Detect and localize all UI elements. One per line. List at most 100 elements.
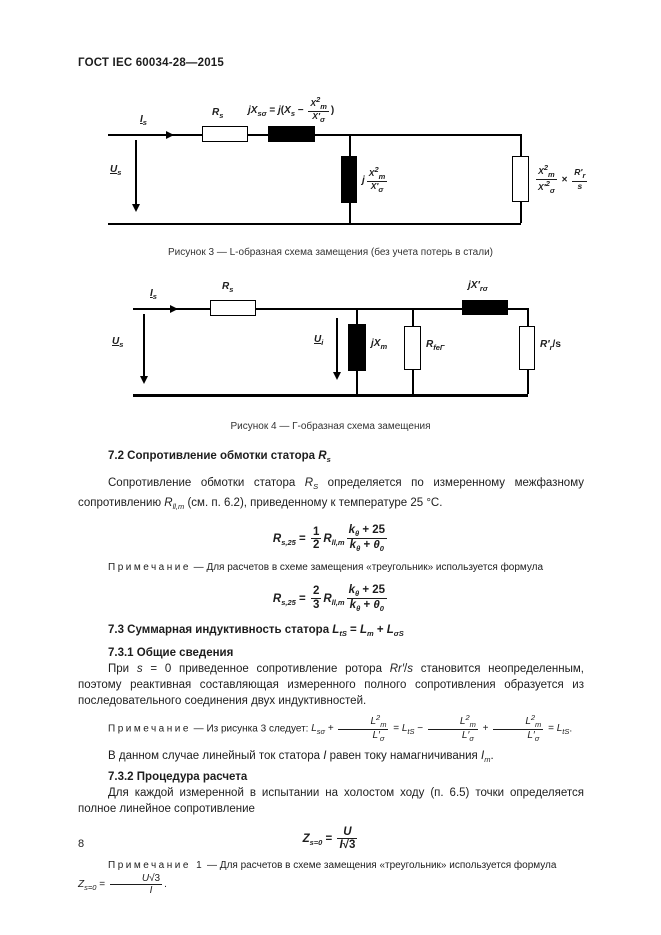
formula-token: R [272, 532, 282, 545]
fig4-rotor-leakage-reactance-label: jX′rσ [468, 280, 488, 293]
formula-token: Z [302, 832, 310, 845]
formula-token: R [426, 339, 434, 350]
formula-token: = 0 [142, 663, 172, 675]
text-run: Сопротивление обмотки статора [108, 477, 305, 489]
fig4-current-label: Is [150, 288, 157, 301]
formula-token: ll,m [331, 597, 345, 607]
note-1-text: — Для расчетов в схеме замещения «треуго… [191, 562, 543, 573]
inline-formula: RS [304, 477, 319, 491]
formula-token: R [164, 497, 173, 509]
formula-token: /s [552, 339, 561, 350]
formula-token: r [549, 343, 553, 352]
inline-formula: I [323, 750, 326, 762]
formula-token: r [582, 171, 586, 181]
formula-token: = [295, 532, 309, 545]
formula-token: tS [339, 629, 347, 638]
fig4-voltage-arrow-icon [140, 376, 148, 384]
note-1-label: Примечание [108, 561, 191, 573]
formula-token: s,25 [281, 537, 296, 547]
formula-token: tS [562, 727, 570, 737]
fig3-bottom-wire [108, 223, 521, 225]
fig4-voltage-label: Us [112, 336, 123, 349]
formula-token: 3 [311, 599, 321, 612]
formula-token: L′ [461, 730, 470, 742]
formula-token: 2 [465, 713, 470, 722]
note-3-text: — Для расчетов в схеме замещения «треуго… [78, 859, 557, 896]
formula-token: U [112, 336, 120, 347]
formula-token: √3 [342, 839, 356, 852]
formula-token: σ [320, 115, 325, 125]
formula-token: + [373, 624, 387, 636]
note-2-label: Примечание [108, 723, 191, 735]
formula-token: jX [248, 104, 258, 116]
formula-token: × [558, 174, 571, 186]
formula-token: I [110, 885, 162, 896]
formula-token: s [142, 118, 147, 127]
text-run: приведенное сопротивление ротора [171, 663, 390, 675]
text-run: — Для расчетов в схеме замещения «треуго… [204, 859, 557, 871]
fig3-stator-resistance-label: Rs [212, 107, 223, 120]
formula-token: m [320, 102, 327, 111]
text-column: 7.2 Сопротивление обмотки статора Rs Соп… [78, 448, 584, 896]
formula-token: U [141, 872, 150, 884]
formula-token: L2m [338, 713, 389, 731]
formula-token: sσ [257, 108, 267, 118]
formula-token: L [370, 716, 377, 727]
formula-token: I [323, 749, 327, 762]
formula-token: U [110, 164, 118, 175]
formula-token: 2 [374, 165, 379, 174]
text-run: 7.3 Суммарная индуктивность статора [108, 624, 333, 636]
formula-token: m [366, 629, 374, 638]
formula-token: S [313, 482, 319, 491]
formula-token: X′ [370, 181, 379, 192]
formula-token: U [314, 334, 322, 345]
formula-token: kθ + θ0 [347, 539, 388, 553]
formula-token: √3 [149, 872, 161, 884]
formula-token: k [348, 524, 355, 536]
formula-token: m [535, 720, 542, 729]
formula-token: L [386, 624, 394, 636]
formula-token: 0 [379, 544, 384, 554]
formula-token: 0 [379, 603, 384, 613]
fig4-iron-loss-resistance-label: RfeГ [426, 339, 445, 352]
formula-token: X′σ [367, 182, 388, 194]
formula-token: 2 [311, 539, 321, 552]
text-run: становится неопределенным, поэтому реакт… [78, 663, 584, 707]
formula-token: ( [280, 104, 285, 116]
formula-token: tS [407, 727, 415, 737]
page-header: ГОСТ IEC 60034-28—2015 [78, 57, 224, 69]
formula-token: s [326, 455, 331, 464]
formula-token: 2 [312, 539, 320, 552]
formula-token: L′ [527, 730, 535, 742]
figure-4-circuit: Is Us Rs Ui jXm RfeГ jX′rσ R′r/s [108, 276, 561, 406]
formula-token: 2 [316, 95, 321, 104]
fig4-magnetizing-reactance-label: jXm [371, 338, 387, 351]
paragraph-7-2: Сопротивление обмотки статора RS определ… [78, 475, 584, 515]
formula-token: R [304, 477, 314, 489]
fig4-rotor-resistance-label: R′r/s [540, 339, 561, 352]
formula-token: X2m [308, 95, 329, 113]
fig4-inner-voltage-label: Ui [314, 334, 323, 347]
formula-token: = [390, 723, 402, 735]
figure-4-caption: Рисунок 4 — Г-образная схема замещения [230, 421, 431, 432]
text-run: (см. п. 6.2), приведенному к температуре… [184, 497, 443, 509]
text-run: . [569, 723, 573, 735]
formula-token: L [525, 716, 531, 727]
formula-token: j [278, 104, 281, 116]
formula-token: L′σ [428, 730, 478, 743]
formula-token: σ [549, 186, 555, 196]
formula-token: = [346, 624, 360, 636]
fig4-stator-resistance-box [210, 300, 256, 316]
formula-token: 2 [545, 179, 550, 189]
